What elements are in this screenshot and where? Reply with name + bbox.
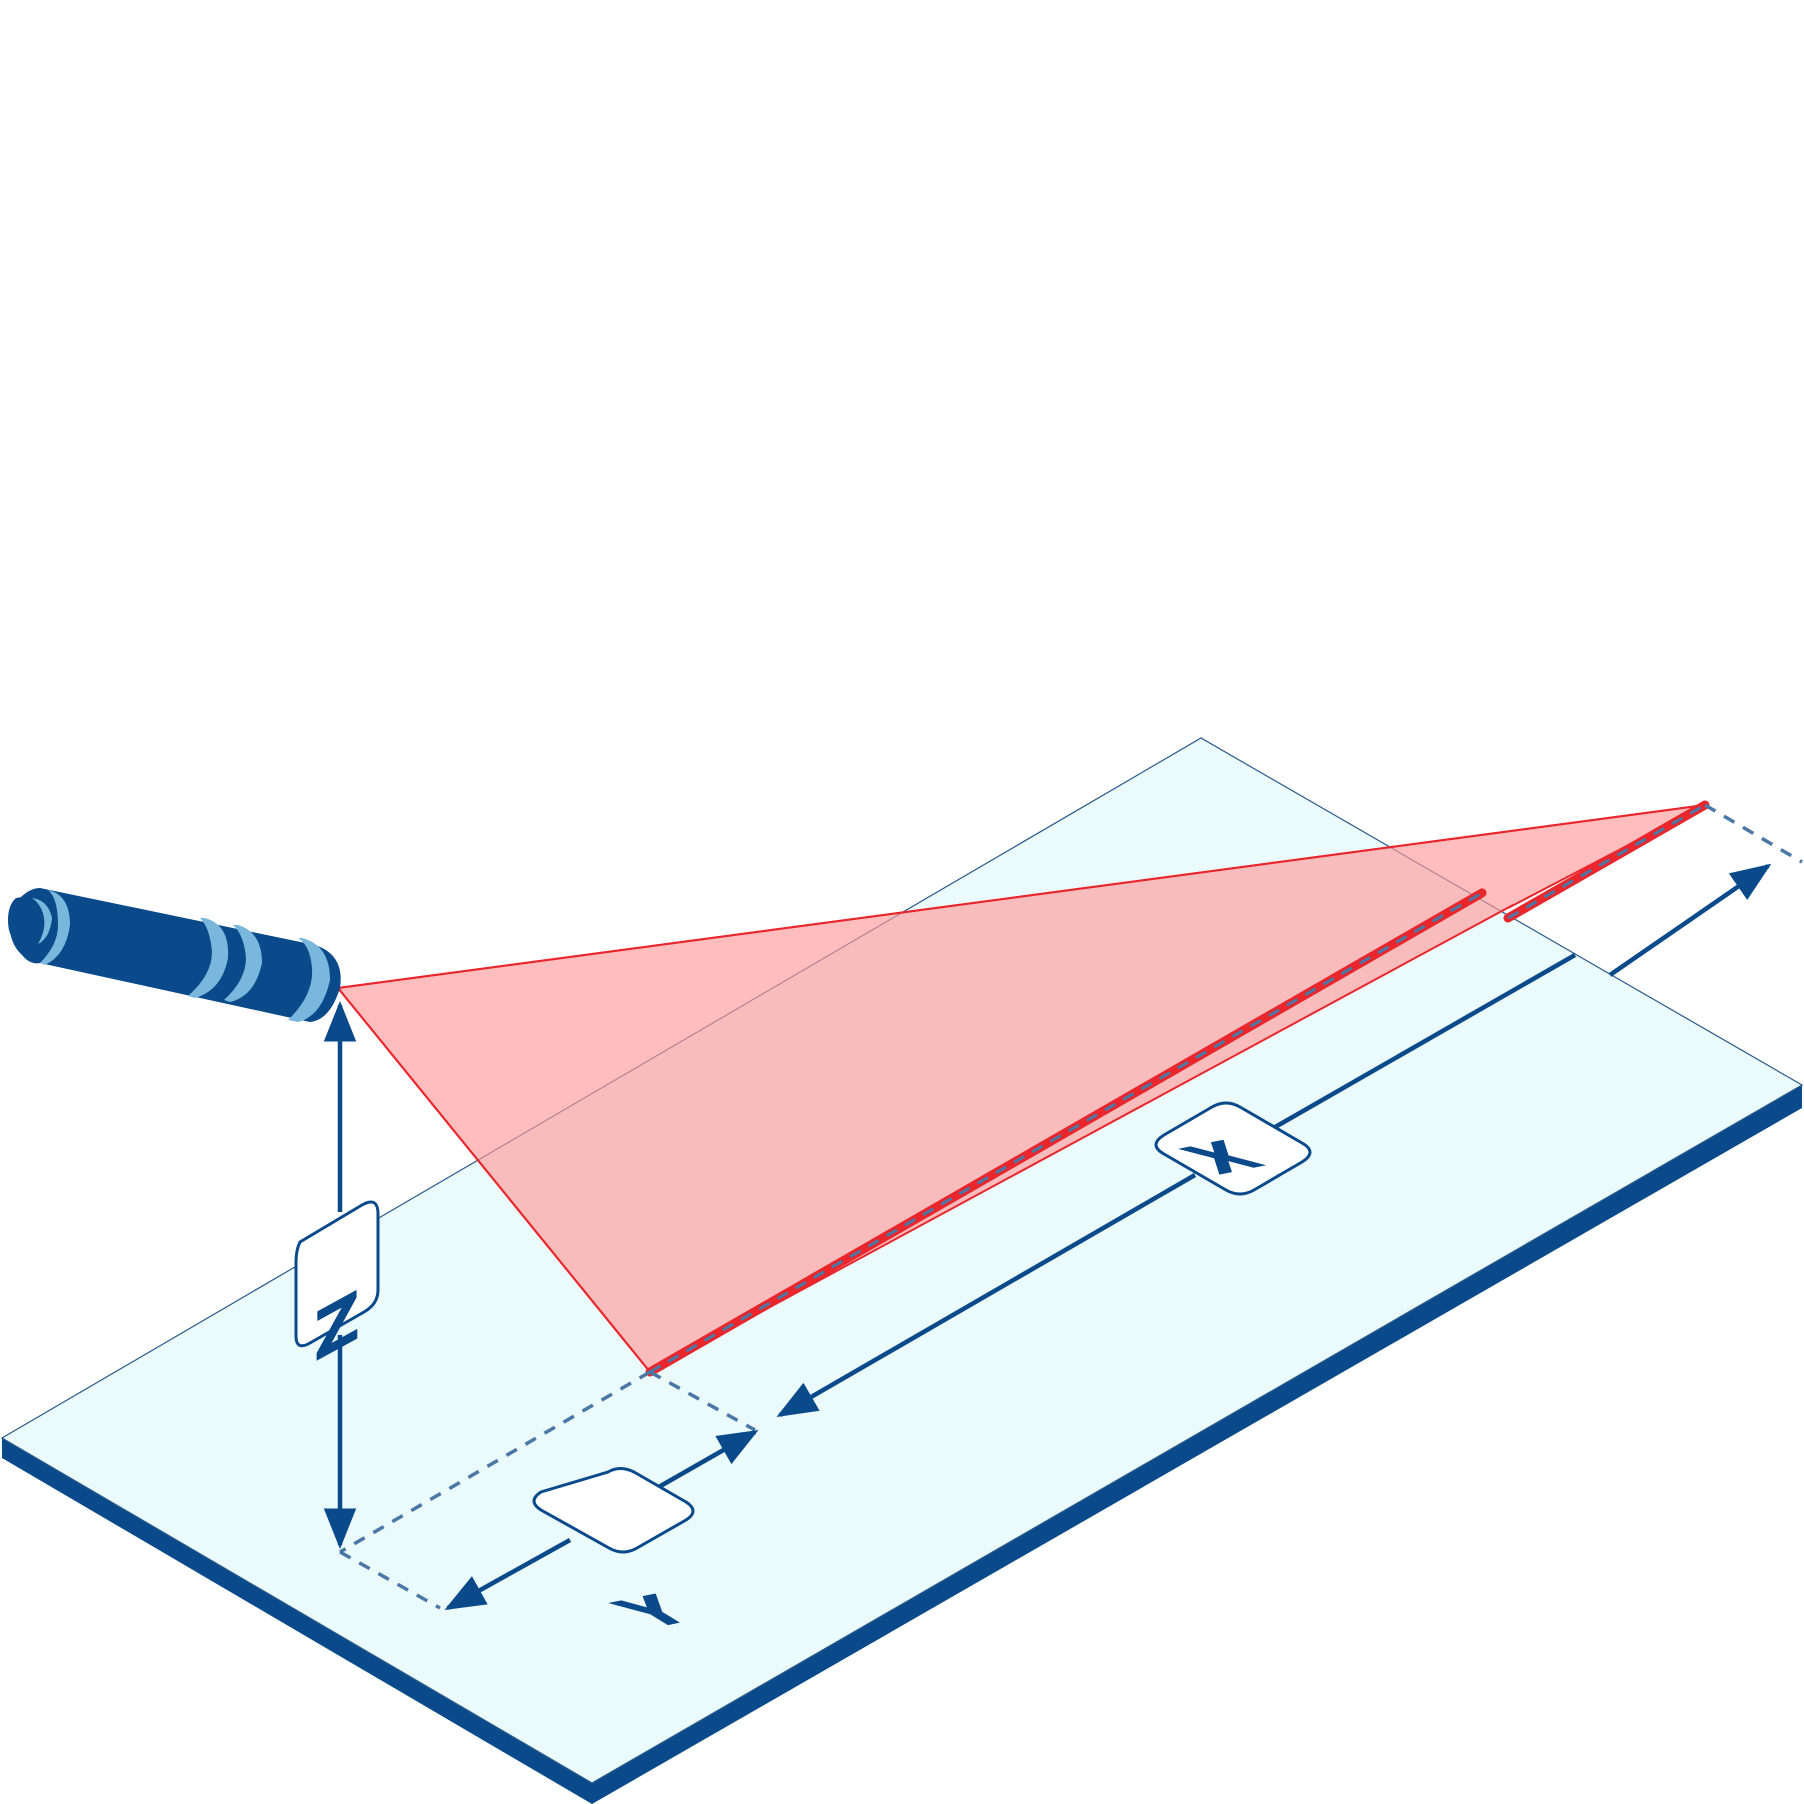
y-dimension [444, 1429, 759, 1610]
laser-fan-bottom-edge [337, 987, 651, 1373]
platform-side-left [2, 1438, 592, 1804]
dashed-guides [339, 803, 1803, 1610]
laser-profile-sensor-icon [8, 888, 341, 1022]
laser-line [645, 800, 1710, 1377]
platform-side-right [592, 1085, 1802, 1804]
x-dimension [776, 863, 1772, 1418]
laser-fan-top-edge [337, 804, 1706, 989]
measurement-platform [0, 737, 1804, 1804]
z-axis-tag: Z [294, 1200, 380, 1379]
